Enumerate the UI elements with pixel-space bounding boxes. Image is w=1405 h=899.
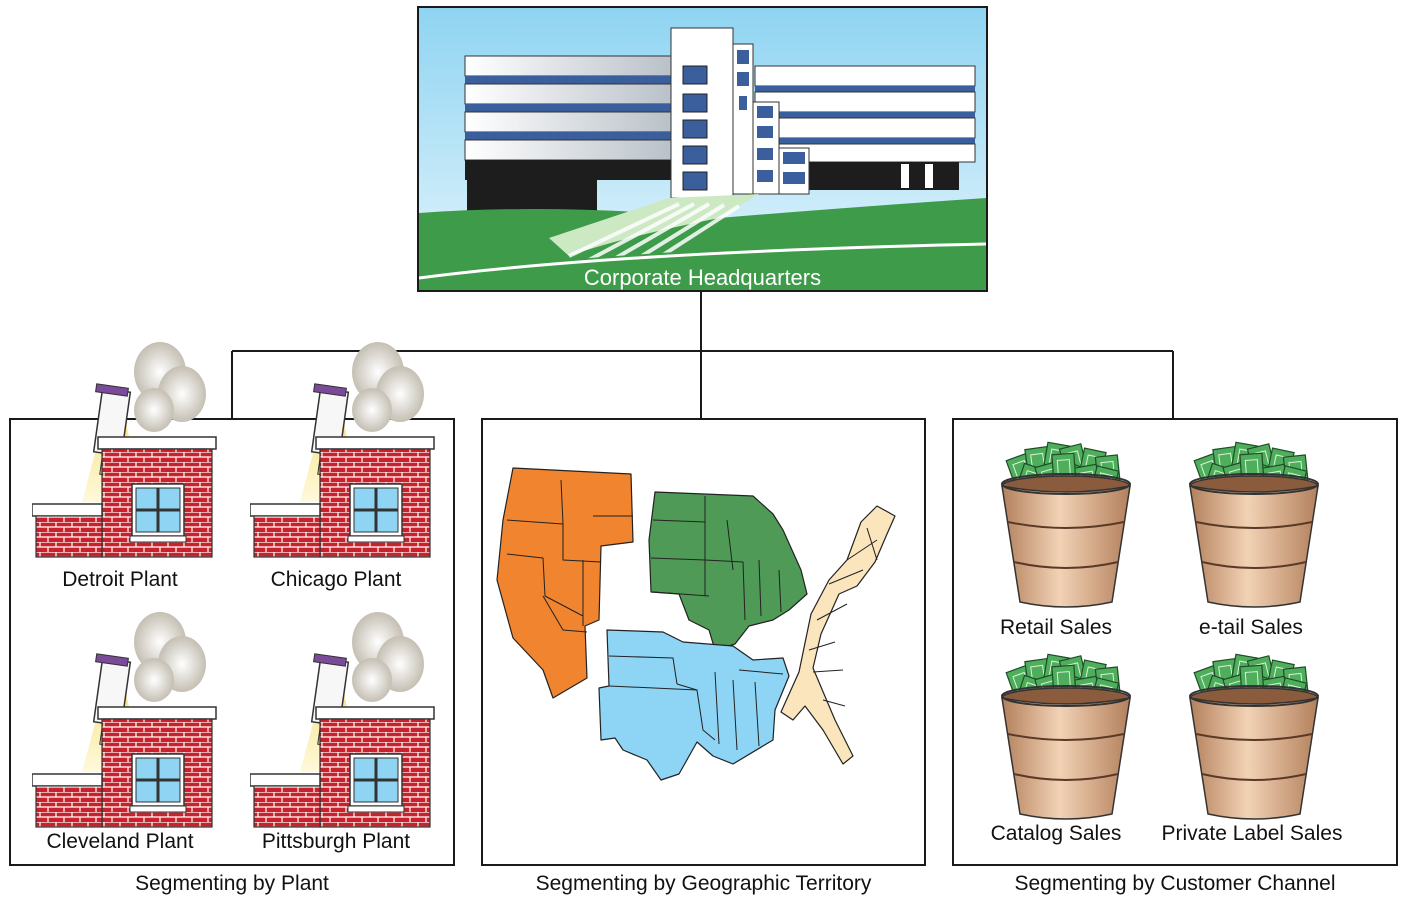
east-region-map xyxy=(780,505,896,765)
catalog-sales-label: Catalog Sales xyxy=(990,822,1122,845)
etail-sales-label: e-tail Sales xyxy=(1199,616,1303,639)
retail-sales-label: Retail Sales xyxy=(999,616,1113,639)
pittsburgh-plant-label: Pittsburgh Plant xyxy=(261,830,411,853)
cleveland-plant-label: Cleveland Plant xyxy=(46,830,194,853)
retail-sales-bucket-icon xyxy=(996,436,1136,617)
private-label-sales-bucket-icon xyxy=(1184,648,1324,829)
private-label-sales-label: Private Label Sales xyxy=(1161,822,1343,845)
pittsburgh-plant-factory-icon xyxy=(249,602,440,837)
midwest-region-map xyxy=(648,491,808,651)
chicago-plant-factory-icon xyxy=(249,332,440,567)
channel-segment-caption: Segmenting by Customer Channel xyxy=(1014,872,1336,895)
territory-segment-box xyxy=(481,418,926,866)
plant-segment-caption: Segmenting by Plant xyxy=(135,872,329,895)
chicago-plant-label: Chicago Plant xyxy=(270,568,402,591)
west-region-map xyxy=(496,467,634,699)
cleveland-plant-factory-icon xyxy=(31,602,222,837)
detroit-plant-factory-icon xyxy=(31,332,222,567)
headquarters-building-illustration xyxy=(419,8,986,290)
catalog-sales-bucket-icon xyxy=(996,648,1136,829)
territory-segment-caption: Segmenting by Geographic Territory xyxy=(535,872,872,895)
us-map-illustration xyxy=(496,467,896,781)
headquarters-label: Corporate Headquarters xyxy=(583,265,822,290)
south-region-map xyxy=(598,629,790,781)
etail-sales-bucket-icon xyxy=(1184,436,1324,617)
detroit-plant-label: Detroit Plant xyxy=(62,568,178,591)
headquarters-box: Corporate Headquarters xyxy=(417,6,988,292)
